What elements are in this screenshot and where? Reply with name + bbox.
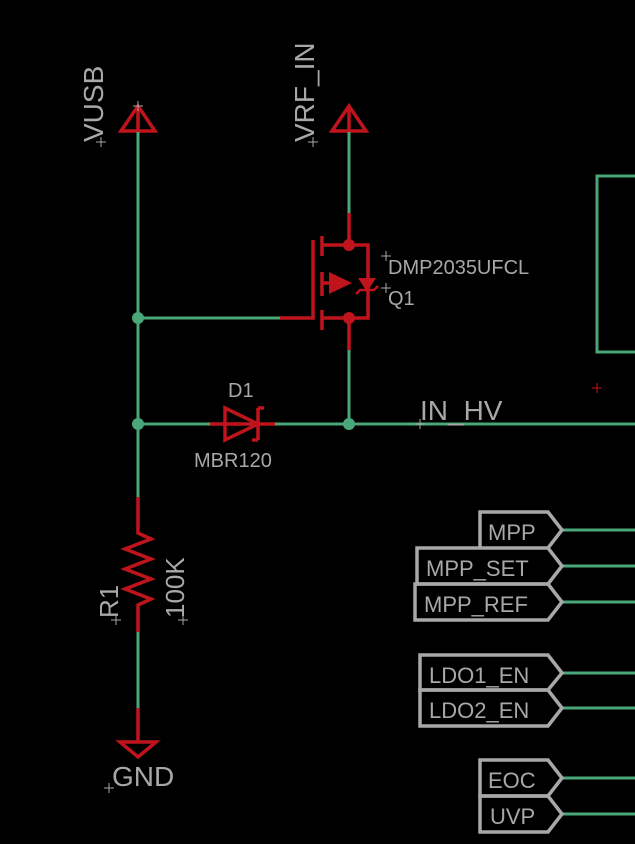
r1-resistor[interactable]: R1 100K [94,497,190,632]
q1-name: Q1 [388,288,415,310]
port-label: LDO2_EN [429,698,529,723]
port-ldo1-en[interactable]: LDO1_EN [418,653,565,692]
junction-dot [343,418,355,430]
junction-dot [132,418,144,430]
port-eoc[interactable]: EOC [478,758,565,798]
port-label: MPP [488,520,536,545]
q1-mosfet[interactable]: DMP2035UFCL Q1 [280,213,529,350]
vrf-in-supply-symbol[interactable]: VRF_IN [289,42,370,147]
port-uvp[interactable]: UVP [478,794,565,834]
vusb-supply-symbol[interactable]: VUSB [78,66,159,147]
port-label: UVP [490,804,535,829]
junction-dot [132,312,144,324]
port-ldo2-en[interactable]: LDO2_EN [418,688,565,728]
gnd-label: GND [112,761,174,792]
port-mpp-set[interactable]: MPP_SET [415,546,565,586]
vusb-label: VUSB [78,66,109,142]
port-mpp[interactable]: MPP [478,510,565,550]
d1-name: D1 [228,380,254,402]
gnd-symbol[interactable]: GND [104,708,174,793]
port-label: MPP_REF [424,592,528,617]
port-label: EOC [488,768,536,793]
q1-value: DMP2035UFCL [388,257,529,279]
in-hv-net-label[interactable]: IN_HV [420,395,503,426]
d1-value: MBR120 [194,450,272,472]
d1-diode[interactable]: D1 MBR120 [194,380,275,472]
r1-value: 100K [160,557,190,618]
port-label: LDO1_EN [429,663,529,688]
vrf-in-label: VRF_IN [289,42,320,142]
wires [132,132,635,816]
port-mpp-ref[interactable]: MPP_REF [413,582,565,622]
r1-name: R1 [94,585,124,618]
origin-marker [592,383,602,393]
port-label: MPP_SET [426,556,529,581]
